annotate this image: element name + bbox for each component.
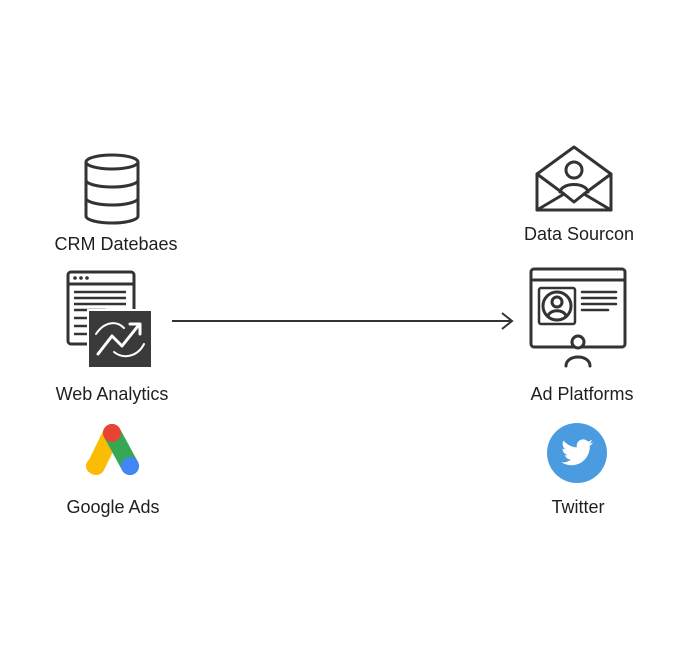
google-ads-label: Google Ads xyxy=(66,497,160,517)
profile-screen-icon xyxy=(528,266,628,370)
database-icon xyxy=(82,152,142,226)
twitter-icon xyxy=(546,422,608,484)
envelope-person-icon xyxy=(534,144,614,214)
data-source-label: Data Sourcon xyxy=(523,224,635,244)
google-ads-icon xyxy=(82,422,142,478)
twitter-label: Twitter xyxy=(551,497,605,517)
web-analytics-label: Web Analytics xyxy=(55,384,169,404)
flow-arrow xyxy=(168,306,520,336)
ad-platforms-label: Ad Platforms xyxy=(530,384,634,404)
analytics-browser-icon xyxy=(66,270,158,370)
crm-database-label: CRM Datebaes xyxy=(54,234,178,254)
